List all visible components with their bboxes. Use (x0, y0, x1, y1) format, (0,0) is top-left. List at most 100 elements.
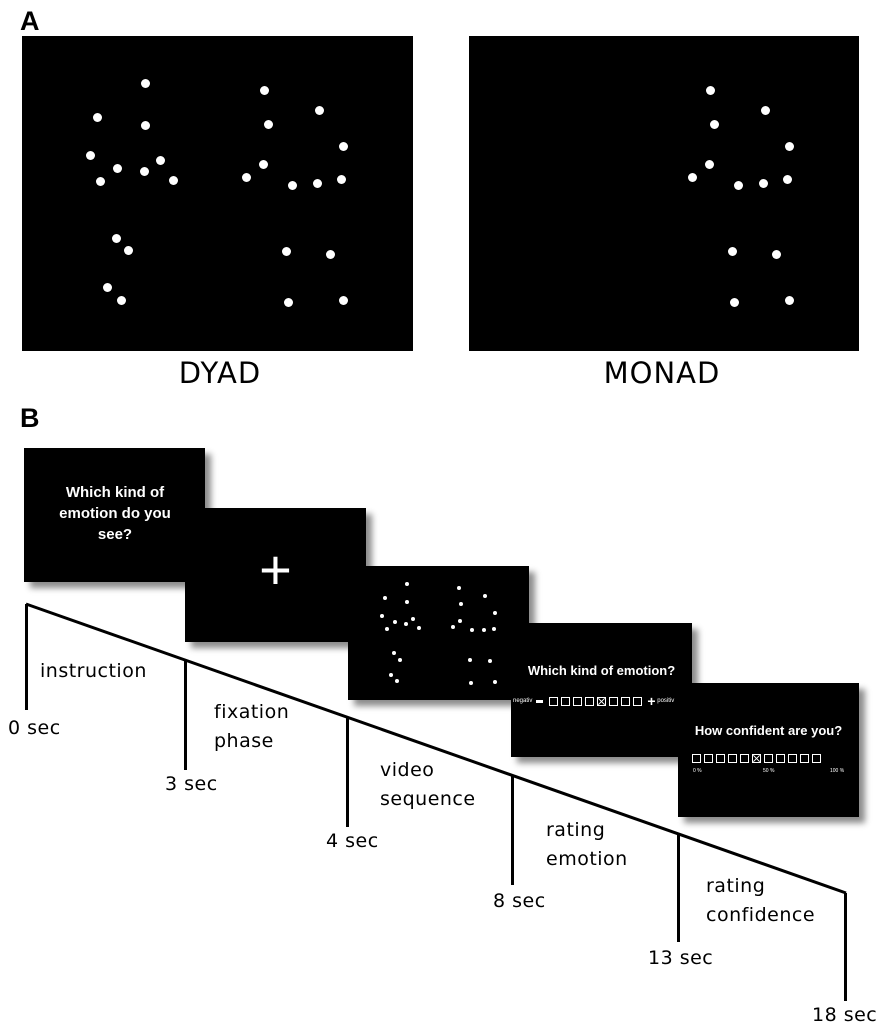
point-light-dot (785, 142, 794, 151)
rating-box (692, 754, 701, 764)
rating-box (584, 696, 594, 706)
rating-emotion-title: Which kind of emotion? (527, 663, 676, 678)
point-light-dot (385, 627, 389, 631)
point-light-dot (730, 298, 739, 307)
panel-b-label: B (20, 403, 40, 433)
point-light-dot (705, 160, 714, 169)
point-light-dot (688, 173, 697, 182)
phase-video: video sequence (380, 759, 476, 810)
monad-caption: MONAD (603, 356, 721, 390)
point-light-dot (734, 181, 743, 190)
rating-emotion-screen: Which kind of emotion? negativ + positiv (511, 623, 692, 757)
point-light-dot (482, 628, 486, 632)
phase-rating-emotion: rating emotion (546, 819, 628, 870)
timeline-tick (25, 604, 28, 710)
point-light-dot (141, 121, 150, 130)
rating-confidence-title: How confident are you? (694, 723, 843, 738)
point-light-dot (156, 156, 165, 165)
point-light-dot (242, 173, 251, 182)
time-4: 4 sec (326, 830, 379, 852)
rating-box (788, 754, 797, 764)
phase-instruction: instruction (40, 660, 147, 682)
scale-100: 100 % (830, 768, 845, 774)
time-18: 18 sec (812, 1004, 878, 1026)
timeline-tick (677, 834, 680, 942)
point-light-dot (103, 283, 112, 292)
point-light-dot (383, 596, 387, 600)
rating-box-selected (752, 754, 761, 764)
point-light-dot (483, 594, 487, 598)
rating-box-selected (596, 696, 606, 706)
phase-rating-confidence: rating confidence (706, 875, 816, 926)
point-light-dot (124, 246, 133, 255)
point-light-dot (339, 142, 348, 151)
point-light-dot (759, 179, 768, 188)
timeline-tick (346, 717, 349, 827)
dyad-caption: DYAD (178, 356, 262, 390)
point-light-dot (772, 250, 781, 259)
point-light-dot (395, 679, 399, 683)
point-light-dot (451, 625, 455, 629)
fixation-screen: + (185, 508, 366, 642)
time-3: 3 sec (165, 773, 218, 795)
positive-label: positiv (657, 698, 675, 704)
point-light-dot (339, 296, 348, 305)
rating-box (716, 754, 725, 764)
point-light-dot (112, 234, 121, 243)
scale-0: 0 % (693, 768, 702, 774)
point-light-dot (380, 614, 384, 618)
point-light-dot (393, 620, 397, 624)
minus-icon (536, 699, 544, 703)
point-light-dot (783, 175, 792, 184)
rating-confidence-screen: How confident are you? 0 % 50 % 100 % (678, 683, 859, 817)
point-light-dot (710, 120, 719, 129)
point-light-dot (492, 627, 496, 631)
point-light-dot (459, 602, 463, 606)
panel-a-label: A (20, 6, 40, 36)
point-light-dot (260, 86, 269, 95)
rating-box (632, 696, 642, 706)
point-light-dot (458, 619, 462, 623)
point-light-dot (493, 680, 497, 684)
point-light-dot (315, 106, 324, 115)
point-light-dot (326, 250, 335, 259)
point-light-dot (141, 79, 150, 88)
point-light-dot (140, 167, 149, 176)
point-light-dot (117, 296, 126, 305)
point-light-dot (488, 659, 492, 663)
point-light-dot (405, 600, 409, 604)
point-light-dot (264, 120, 273, 129)
point-light-dot (282, 247, 291, 256)
point-light-dot (169, 176, 178, 185)
point-light-dot (470, 628, 474, 632)
scale-50: 50 % (763, 768, 775, 774)
dyad-stimulus (22, 36, 413, 351)
rating-box (620, 696, 630, 706)
point-light-dot (284, 298, 293, 307)
timeline-tick (844, 893, 847, 1001)
rating-box (560, 696, 570, 706)
point-light-dot (93, 113, 102, 122)
video-screen (348, 566, 529, 700)
rating-box (764, 754, 773, 764)
monad-stimulus (469, 36, 859, 351)
rating-box (728, 754, 737, 764)
negative-label: negativ (513, 698, 533, 704)
point-light-dot (404, 622, 408, 626)
point-light-dot (493, 611, 497, 615)
point-light-dot (468, 658, 472, 662)
time-8: 8 sec (493, 890, 546, 912)
rating-box (740, 754, 749, 764)
rating-box (812, 754, 821, 764)
point-light-dot (259, 160, 268, 169)
point-light-dot (417, 626, 421, 630)
point-light-dot (457, 586, 461, 590)
point-light-dot (398, 658, 402, 662)
point-light-dot (96, 177, 105, 186)
point-light-dot (469, 681, 473, 685)
time-0: 0 sec (8, 717, 61, 739)
point-light-dot (761, 106, 770, 115)
point-light-dot (389, 673, 393, 677)
point-light-dot (392, 651, 396, 655)
phase-fixation: fixation phase (214, 701, 290, 752)
